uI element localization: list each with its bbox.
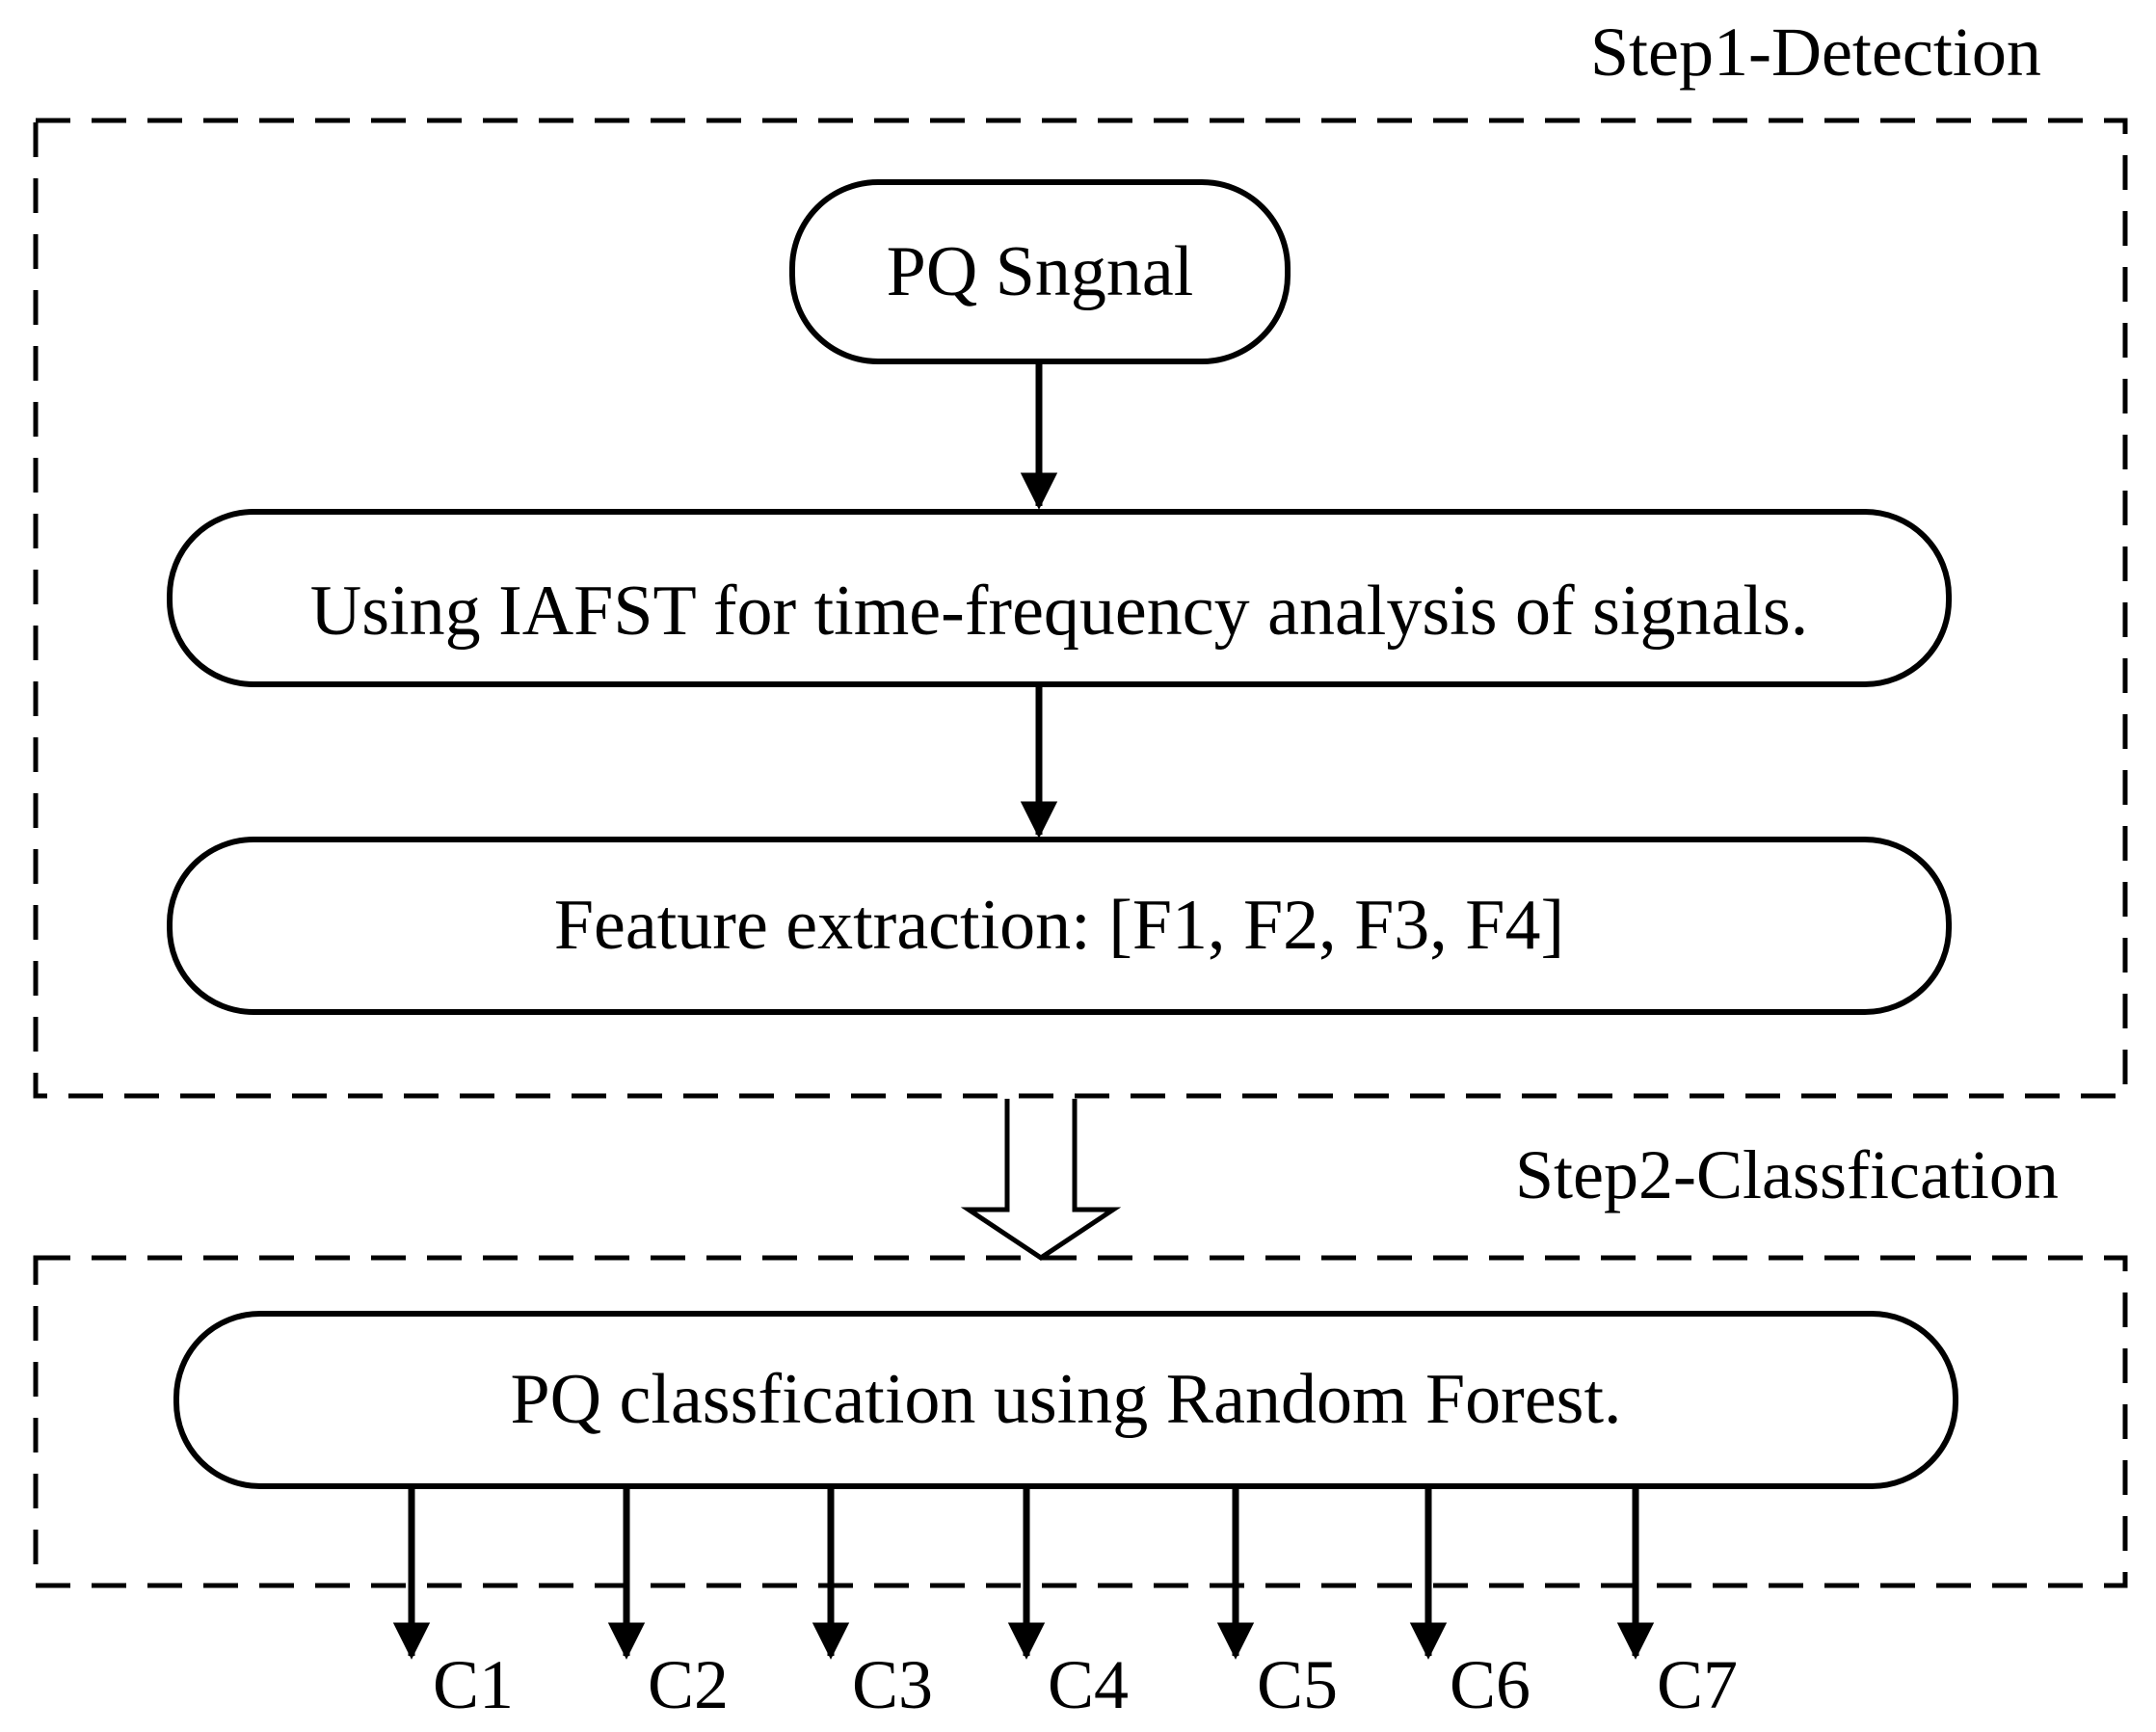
output-label-c4: C4 xyxy=(1048,1646,1130,1723)
classification-stage-label: Step2-Classfication xyxy=(1515,1136,2059,1213)
output-label-c7: C7 xyxy=(1657,1646,1739,1723)
output-label-c2: C2 xyxy=(648,1646,730,1723)
stage-transition-arrow xyxy=(960,1099,1122,1262)
output-label-c3: C3 xyxy=(852,1646,934,1723)
pq-signal-node: PQ Sngnal xyxy=(789,179,1291,364)
detection-stage-frame xyxy=(33,118,2128,1099)
random-forest-classification-node: PQ classfication using Random Forest. xyxy=(173,1311,1958,1489)
detection-stage-label: Step1-Detection xyxy=(1590,13,2041,91)
iafst-analysis-node: Using IAFST for time-frequency analysis … xyxy=(167,509,1952,687)
output-label-c1: C1 xyxy=(433,1646,515,1723)
output-label-c6: C6 xyxy=(1450,1646,1531,1723)
feature-extraction-node: Feature extraction: [F1, F2, F3, F4] xyxy=(167,837,1952,1015)
classification-stage-frame xyxy=(33,1255,2128,1588)
output-arrows xyxy=(392,1489,1655,1660)
output-label-c5: C5 xyxy=(1257,1646,1339,1723)
